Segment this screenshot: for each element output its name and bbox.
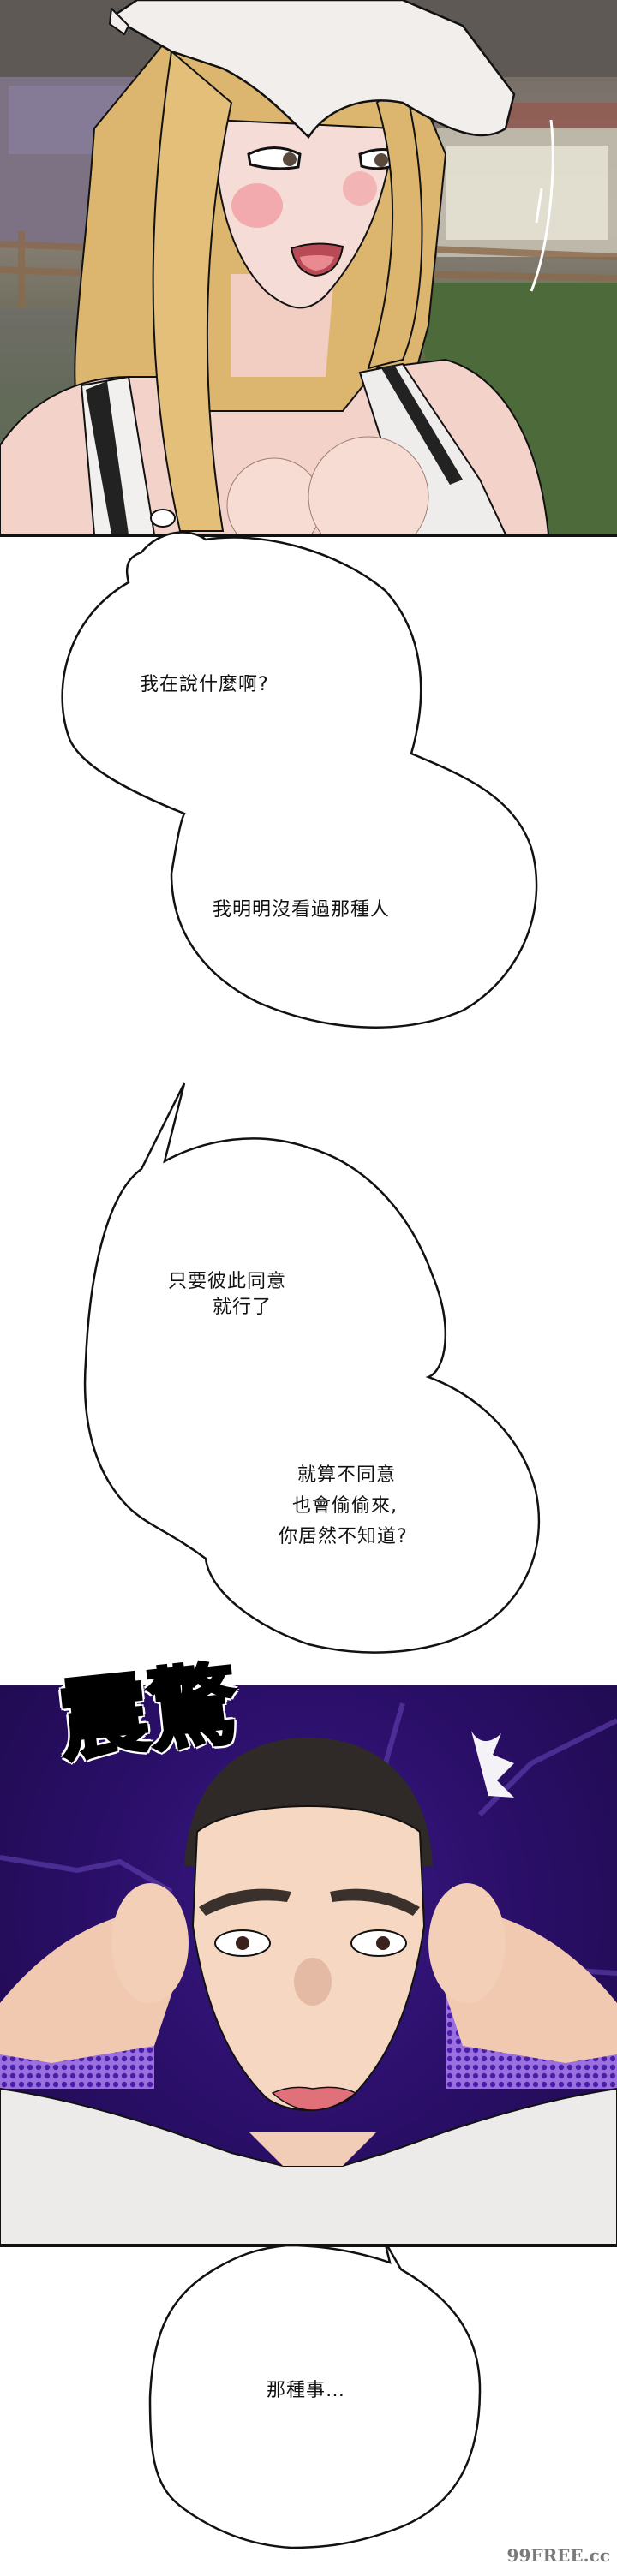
site-watermark: 99FREE.cc xyxy=(506,2545,610,2566)
bubble-2b-line-1: 就算不同意 xyxy=(297,1464,397,1486)
bubble-1-line-1: 我在說什麼啊? xyxy=(140,674,269,695)
speech-bubble-1-outline xyxy=(61,531,538,1029)
man-illustration xyxy=(0,1702,617,2245)
bubble-2-line-2: 就行了 xyxy=(213,1297,273,1318)
bubble-2b-line-2: 也會偷偷來, xyxy=(292,1495,398,1517)
speech-bubbles-group-2 xyxy=(148,2244,482,2549)
bubble-2b-line-3: 你居然不知道? xyxy=(279,1526,408,1547)
bubble-2-line-1: 只要彼此同意 xyxy=(168,1271,287,1292)
speech-bubble-2-outline xyxy=(83,1082,541,1654)
shock-burst-icon xyxy=(471,1731,514,1798)
sfx-shock-text: 震驚 xyxy=(53,1649,244,1775)
bubble-3-line-1: 那種事… xyxy=(267,2380,346,2401)
speech-bubbles-group-1 xyxy=(61,531,541,1654)
comic-panel-man-shocked xyxy=(0,1685,617,2247)
speech-bubble-3-outline xyxy=(148,2244,482,2549)
bubble-1b-line-1: 我明明沒看過那種人 xyxy=(213,899,391,921)
comic-panel-woman xyxy=(0,0,617,537)
woman-illustration xyxy=(0,0,617,534)
